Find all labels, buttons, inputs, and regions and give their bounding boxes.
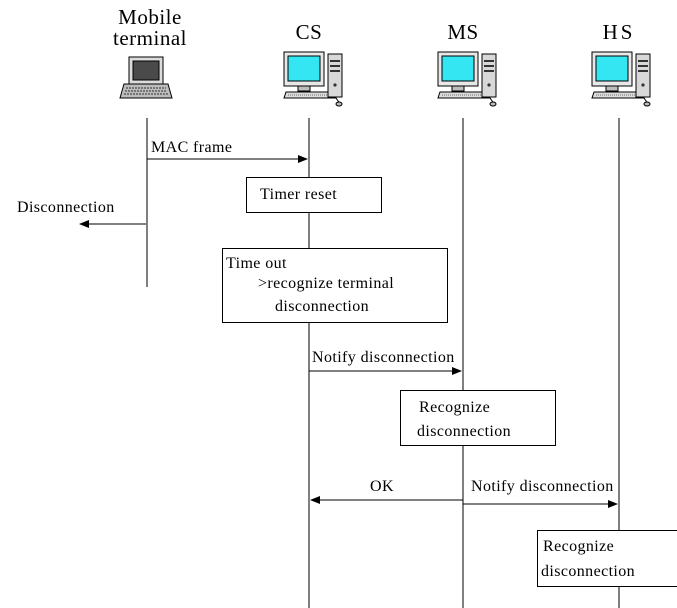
laptop-icon bbox=[119, 56, 173, 99]
timeout-line3: disconnection bbox=[275, 298, 370, 315]
timeout-line1: Time out bbox=[226, 255, 287, 272]
recognize-hs-line2: disconnection bbox=[541, 563, 636, 580]
disconnection-label: Disconnection bbox=[17, 199, 115, 216]
recognize-ms-line2: disconnection bbox=[417, 423, 512, 440]
notify-ms-label: Notify disconnection bbox=[312, 349, 455, 366]
cs-label: CS bbox=[295, 20, 323, 44]
timeout-line2: >recognize terminal bbox=[258, 275, 395, 292]
recognize-ms-line1: Recognize bbox=[419, 399, 491, 416]
ms-label: MS bbox=[447, 20, 479, 44]
timeout-box: Time out >recognize terminal disconnecti… bbox=[222, 248, 448, 323]
recognize-hs-line1: Recognize bbox=[543, 538, 615, 555]
hs-computer-icon bbox=[591, 51, 651, 107]
cs-computer-icon bbox=[283, 51, 343, 107]
recognize-hs-box: Recognize disconnection bbox=[537, 530, 677, 587]
recognize-ms-box: Recognize disconnection bbox=[400, 390, 556, 446]
ms-computer-icon bbox=[437, 51, 497, 107]
notify-hs-label: Notify disconnection bbox=[471, 478, 614, 495]
hs-label: HS bbox=[602, 20, 636, 44]
mobile-terminal-label: Mobile terminal bbox=[113, 5, 187, 50]
ok-label: OK bbox=[370, 478, 394, 495]
mac-frame-label: MAC frame bbox=[151, 139, 233, 156]
timer-reset-box: Timer reset bbox=[246, 177, 382, 213]
timer-reset-text: Timer reset bbox=[260, 186, 338, 203]
